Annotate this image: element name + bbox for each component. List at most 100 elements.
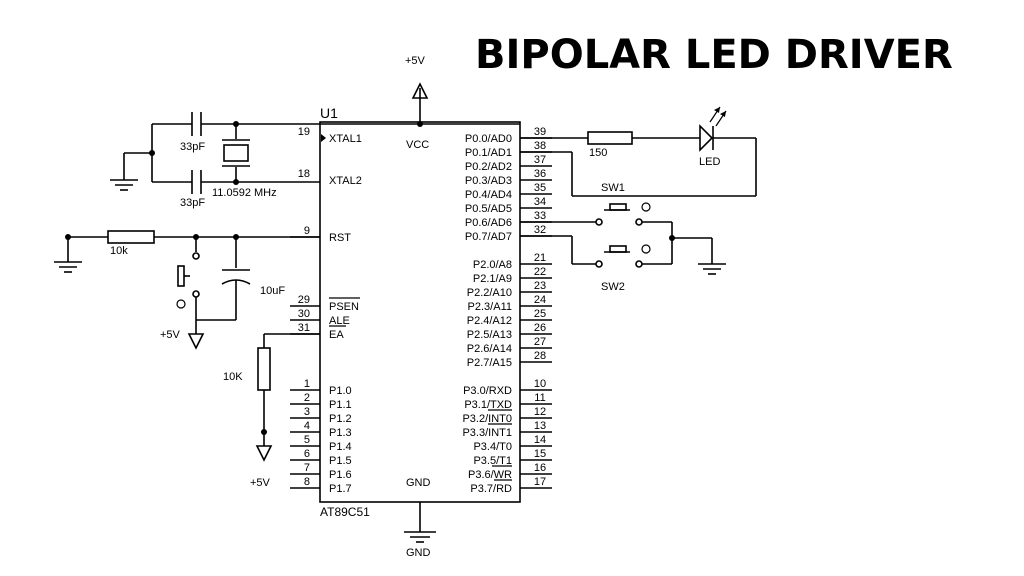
crystal-label: 11.0592 MHz xyxy=(212,187,277,199)
led-label: LED xyxy=(699,156,720,168)
r-reset-label: 10k xyxy=(110,245,128,257)
vcc-reset-label: +5V xyxy=(160,329,181,341)
pin-number: 19 xyxy=(298,126,310,138)
pin-name: XTAL2 xyxy=(329,175,362,187)
r-ea-label: 10K xyxy=(223,371,243,383)
pin-number: 22 xyxy=(534,266,546,278)
pin-number: 15 xyxy=(534,448,546,460)
led-circuit: 150 LED SW1 xyxy=(520,106,757,197)
pin-number: 16 xyxy=(534,462,546,474)
pin-name: P3.6/WR xyxy=(468,469,512,481)
diagram-title: BIPOLAR LED DRIVER xyxy=(475,32,953,78)
pin-number: 5 xyxy=(304,434,310,446)
pin-name: P2.5/A13 xyxy=(467,329,512,341)
pin-name: P2.3/A11 xyxy=(468,301,512,313)
pin-number: 3 xyxy=(304,406,310,418)
clock-input-marker xyxy=(321,134,326,142)
pin-number: 2 xyxy=(304,392,310,404)
resistor-10k-ea xyxy=(257,347,271,391)
vcc-top-label: +5V xyxy=(405,55,426,67)
pin-name: P1.3 xyxy=(329,427,352,439)
switch-action-icon xyxy=(641,202,651,212)
pin-number: 39 xyxy=(534,126,546,138)
power-arrow-icon xyxy=(187,333,205,350)
pin-number: 27 xyxy=(534,336,546,348)
pin-name: P3.1/TXD xyxy=(464,399,512,411)
pushbutton-top xyxy=(595,218,603,226)
c-reset-label: 10uF xyxy=(260,285,285,297)
switch-action-icon xyxy=(176,299,186,309)
pin-number: 21 xyxy=(534,252,546,264)
microcontroller-u1: U1 AT89C51 VCC GND 19XTAL118XTAL29RST29P… xyxy=(290,105,552,519)
pin-number: 38 xyxy=(534,140,546,152)
pin-name: ALE xyxy=(329,315,350,327)
chip-pin-p1-5: 6P1.5 xyxy=(290,448,352,467)
chip-pin-p1-3: 4P1.3 xyxy=(290,420,352,439)
pin-name: P2.2/A10 xyxy=(467,287,512,299)
power-arrow-icon xyxy=(255,445,273,462)
pin-name: P3.4/T0 xyxy=(473,441,512,453)
pin-number: 36 xyxy=(534,168,546,180)
switch-circuit: SW2 xyxy=(520,202,726,293)
cap2-label: 33pF xyxy=(180,197,205,209)
pin-number: 37 xyxy=(534,154,546,166)
left-pin-group: 19XTAL118XTAL29RST29PSEN30ALE31EA1P1.02P… xyxy=(290,126,362,495)
sw2-label: SW2 xyxy=(601,281,625,293)
pin-number: 13 xyxy=(534,420,546,432)
pin-number: 12 xyxy=(534,406,546,418)
pin-number: 9 xyxy=(304,225,310,237)
pin-number: 7 xyxy=(304,462,310,474)
chip-pin-p1-1: 2P1.1 xyxy=(290,392,352,411)
pin-name: P1.2 xyxy=(329,413,352,425)
pin-name: P0.7/AD7 xyxy=(465,231,512,243)
pin-number: 18 xyxy=(298,168,310,180)
switch-action-icon xyxy=(641,244,651,254)
chip-part: AT89C51 xyxy=(320,505,370,519)
resistor-10k-reset xyxy=(107,230,155,244)
pin-name: P0.5/AD5 xyxy=(465,203,512,215)
pin-number: 1 xyxy=(304,378,310,390)
pin-number: 25 xyxy=(534,308,546,320)
pin-name: PSEN xyxy=(329,301,359,313)
pin-number: 4 xyxy=(304,420,310,432)
pin-name: P2.7/A15 xyxy=(467,357,512,369)
power-arrow-icon xyxy=(411,82,429,99)
pin-name: P1.0 xyxy=(329,385,352,397)
pin-name: P0.4/AD4 xyxy=(465,189,512,201)
pin-name: P0.0/AD0 xyxy=(465,133,512,145)
r-led-label: 150 xyxy=(589,147,607,159)
right-pin-group: 39P0.0/AD038P0.1/AD137P0.2/AD236P0.3/AD3… xyxy=(462,126,552,495)
pin-name: P3.0/RXD xyxy=(463,385,512,397)
pin-number: 30 xyxy=(298,308,310,320)
pin-number: 35 xyxy=(534,182,546,194)
pin-name: P1.7 xyxy=(329,483,352,495)
pin-number: 28 xyxy=(534,350,546,362)
pin-number: 26 xyxy=(534,322,546,334)
pin-number: 23 xyxy=(534,280,546,292)
pin-number: 33 xyxy=(534,210,546,222)
pin-name: P2.1/A9 xyxy=(473,273,512,285)
pin-number: 31 xyxy=(298,322,310,334)
pin-number: 24 xyxy=(534,294,546,306)
crystal-oscillator-circuit: 33pF 33pF 11.0592 MHz xyxy=(110,112,320,209)
pin-name: EA xyxy=(329,329,344,341)
pin-number: 11 xyxy=(534,392,545,404)
gnd-bottom: GND xyxy=(404,502,436,559)
pin-name: P0.1/AD1 xyxy=(465,147,512,159)
resistor-150 xyxy=(587,131,633,145)
